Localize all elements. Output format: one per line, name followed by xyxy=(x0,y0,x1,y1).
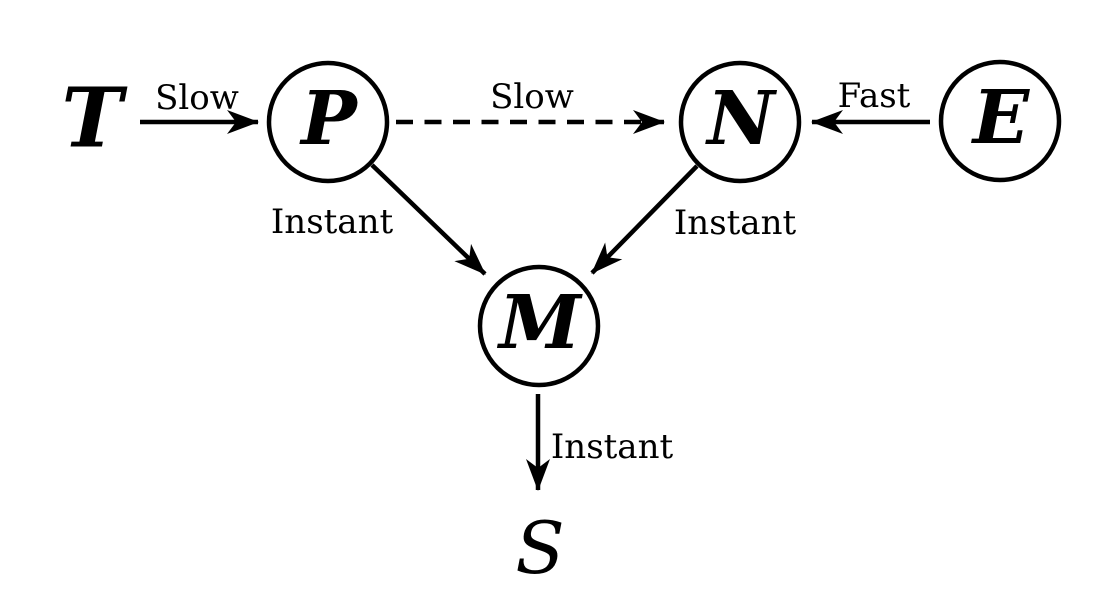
node-E-circle xyxy=(938,59,1062,183)
node-N-label: N xyxy=(707,76,775,163)
node-M-label: M xyxy=(499,280,581,367)
node-N-circle xyxy=(678,60,802,184)
edge-label-N-M-instant: Instant xyxy=(673,203,797,243)
edge-label-T-P-slow: Slow xyxy=(155,78,239,118)
node-T-label: T xyxy=(61,70,123,167)
arrow-P-to-M xyxy=(370,163,487,276)
node-P-label: P xyxy=(301,76,357,163)
node-M-circle xyxy=(477,264,601,388)
node-S-label: S xyxy=(515,506,565,591)
edge-label-M-S-instant: Instant xyxy=(550,427,674,467)
arrow-N-to-M xyxy=(590,164,699,275)
node-E-label: E xyxy=(972,75,1030,162)
edge-label-P-N-slow: Slow xyxy=(490,77,574,117)
edge-label-E-N-fast: Fast xyxy=(837,76,911,116)
node-P-circle xyxy=(266,60,390,184)
edge-label-P-M-instant: Instant xyxy=(270,202,394,242)
